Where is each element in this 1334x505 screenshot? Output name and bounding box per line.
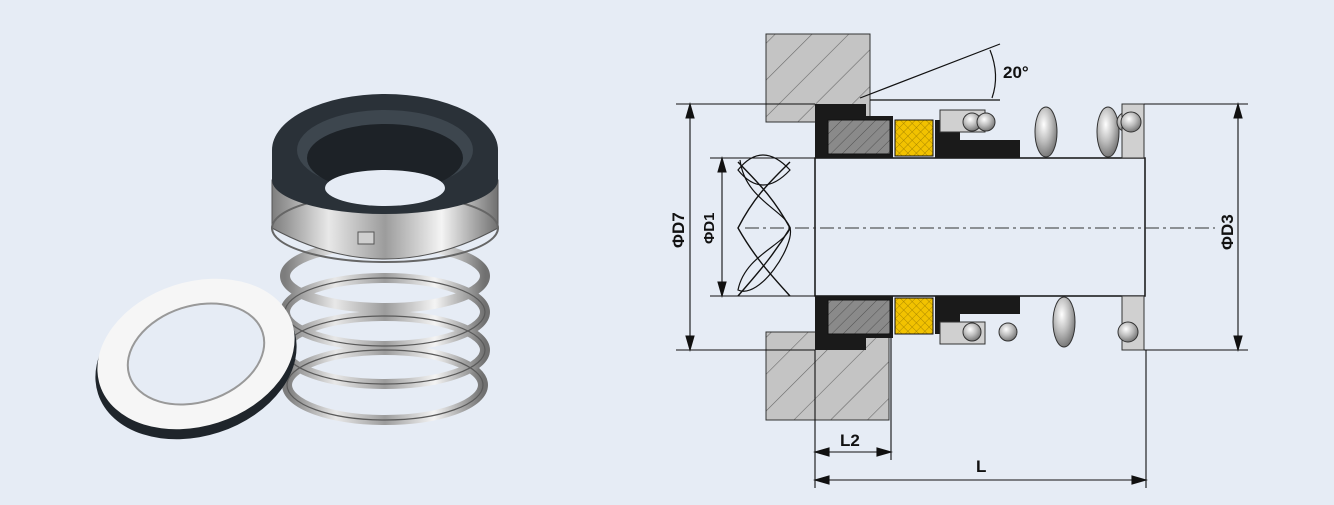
technical-drawing: 20° — [669, 33, 1248, 488]
angle-indicator — [859, 43, 1001, 101]
dim-d7-label: ΦD7 — [669, 212, 688, 248]
dim-d3-label: ΦD3 — [1218, 214, 1237, 250]
dim-l-label: L — [976, 457, 986, 476]
seat-ring-icon — [95, 278, 297, 440]
seal-section-lower — [815, 295, 1145, 351]
seal-section-upper — [815, 103, 1145, 159]
dim-d1-label: ΦD1 — [701, 213, 718, 245]
shaft — [814, 157, 1146, 297]
product-photo — [95, 94, 499, 440]
dim-l2-label: L2 — [840, 431, 860, 450]
angle-label: 20° — [1003, 63, 1029, 82]
shaft-break-icon — [737, 154, 792, 292]
spring-icon — [280, 239, 490, 425]
seal-head-icon — [271, 94, 499, 263]
dimension-lines — [676, 101, 1248, 488]
